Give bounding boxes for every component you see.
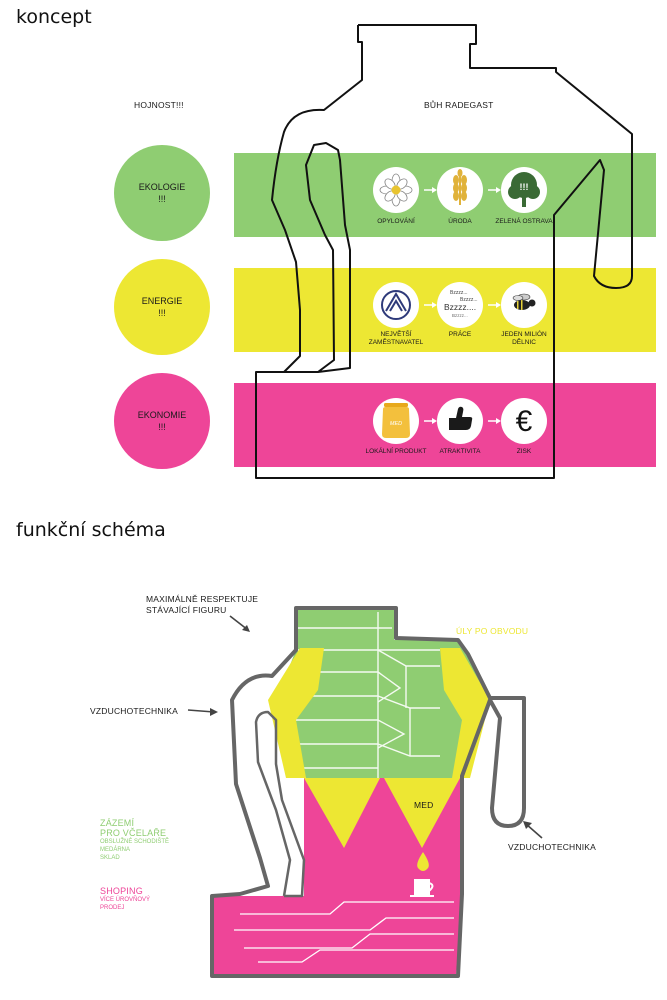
energy-circle-title: ENERGIE [141, 296, 183, 306]
zazemi-sub1: OBSLUŽNÉ SCHODIŠTĚ [100, 839, 170, 845]
buzz-text-3: Bzzzz.... [444, 302, 476, 312]
funnel-left [304, 778, 380, 848]
vzt-right-label: VZDUCHOTECHNIKA [508, 842, 597, 852]
vzt-left-duct [254, 710, 306, 898]
ecology-circle: EKOLOGIE !!! [114, 145, 210, 241]
uly-po-obvodu-label: ÚLY PO OBVODU [456, 626, 529, 636]
nejvetsi-line: NEJVĚTŠÍ [380, 331, 412, 338]
concept-heading: koncept [16, 6, 92, 28]
prace-label: PRÁCE [448, 331, 472, 338]
zazemi-title2: PRO VČELAŘE [100, 828, 167, 838]
tree-shape [508, 172, 540, 207]
jeden-milion-line: JEDEN MILIÓN [501, 331, 547, 338]
vzt-left-arrow-icon [187, 708, 218, 716]
schema-heading: funkční schéma [16, 519, 166, 541]
economy-circle: EKONOMIE !!! [114, 373, 210, 469]
economy-circle-exclaim: !!! [158, 422, 166, 432]
honey-jar-shape [382, 403, 410, 438]
concept-icons-layer: !!! Bzzzz... Bzzzz... Bzzzz.... Bzzzz...… [255, 24, 633, 479]
zazemi-title: ZÁZEMÍ [100, 818, 135, 828]
shop-stair-lines [234, 901, 454, 963]
respect-line2: STÁVAJÍCÍ FIGURU [146, 605, 227, 615]
zamestnavatel-line: ZAMĚSTNAVATEL [368, 339, 424, 346]
honey-drop-icon [417, 852, 429, 871]
cup-icon [410, 879, 434, 897]
shoping-title: SHOPING [100, 886, 143, 896]
vzt-right-arrow-icon [523, 821, 543, 839]
buzz-text-4: Bzzzz... [452, 313, 468, 318]
ecology-circle-exclaim: !!! [158, 194, 166, 204]
zisk-label: ZISK [516, 448, 532, 455]
opylovani-label: OPYLOVÁNÍ [377, 218, 415, 225]
zazemi-block: ZÁZEMÍ PRO VČELAŘE OBSLUŽNÉ SCHODIŠTĚ ME… [100, 818, 169, 862]
shield-logo-icon [373, 282, 419, 328]
vzt-left-label: VZDUCHOTECHNIKA [90, 706, 179, 716]
shoping-sub1: VÍCE ÚROVŇOVÝ [100, 897, 151, 903]
jeden-milion-delnic-label: JEDEN MILIÓN DĚLNIC [488, 331, 560, 347]
tree-icon-text: !!! [520, 182, 529, 192]
respect-arrow-icon [229, 615, 250, 632]
respect-line1: MAXIMÁLNĚ RESPEKTUJE [146, 594, 259, 604]
energy-circle: ENERGIE !!! [114, 259, 210, 355]
thumbs-up-shape [449, 406, 473, 430]
buh-radegast-label: BŮH RADEGAST [424, 100, 494, 110]
euro-symbol: € [516, 405, 533, 438]
buzz-text-1: Bzzzz... [450, 290, 468, 296]
shoping-sub2: PRODEJ [100, 905, 125, 911]
zelena-ostrava-label: ZELENÁ OSTRAVA [495, 218, 553, 225]
atraktivita-label: ATRAKTIVITA [439, 448, 481, 455]
delnic-line: DĚLNIC [512, 339, 536, 346]
hive-yellow-right [440, 648, 490, 778]
shield-logo-shape [381, 290, 411, 320]
zazemi-sub3: SKLAD [100, 855, 120, 861]
hive-green-body [276, 610, 488, 778]
buzz-text-2: Bzzzz... [460, 297, 478, 303]
wheat-shape [453, 169, 467, 205]
zazemi-sub2: MEDÁRNA [100, 847, 131, 853]
schema-building-outline [210, 606, 526, 978]
building-outline [255, 24, 633, 479]
shoping-block: SHOPING VÍCE ÚROVŇOVÝ PRODEJ [100, 886, 150, 912]
economy-circle-title: EKONOMIE [137, 410, 187, 420]
respect-note: MAXIMÁLNĚ RESPEKTUJE STÁVAJÍCÍ FIGURU [146, 594, 258, 616]
energy-circle-exclaim: !!! [158, 308, 166, 318]
lokalni-produkt-label: LOKÁLNÍ PRODUKT [365, 448, 427, 455]
funnel-right [384, 778, 460, 848]
hojnost-label: HOJNOST!!! [134, 100, 184, 110]
pink-base [212, 778, 462, 976]
ecology-circle-title: EKOLOGIE [138, 182, 186, 192]
honey-jar-text: MED [390, 421, 402, 427]
euro-icon [501, 398, 547, 444]
bee-shape [512, 293, 536, 310]
nejvetsi-zamestnavatel-label: NEJVĚTŠÍ ZAMĚSTNAVATEL [360, 331, 432, 347]
hive-yellow-left [268, 648, 324, 778]
schema-diagram [210, 606, 526, 978]
med-label: MED [414, 800, 434, 810]
buzz-text-icon [437, 282, 483, 328]
uroda-label: ÚRODA [448, 218, 472, 225]
